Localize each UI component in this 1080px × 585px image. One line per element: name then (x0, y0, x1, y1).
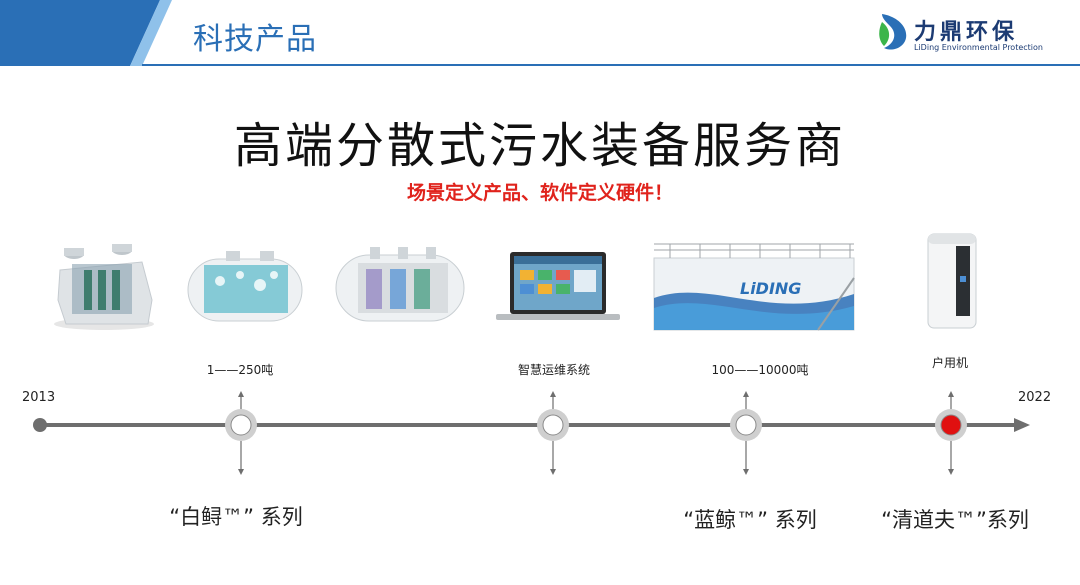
series-name-4: “清道夫™”系列 (881, 508, 1029, 532)
series-name-3: “蓝鲸™” 系列 (683, 508, 817, 532)
section-title: 科技产品 (193, 22, 317, 57)
timeline-node-4 (935, 391, 967, 475)
start-year-label: 2013 (22, 390, 56, 405)
logo-chinese-name: 力鼎环保 (914, 20, 1019, 45)
timeline-axis (33, 418, 1030, 432)
milestone-label-1: 1——250吨 (206, 363, 274, 377)
timeline-node-1 (225, 391, 257, 475)
company-logo: 力鼎环保 LiDing Environmental Protection (876, 12, 1076, 58)
milestone-label-2: 智慧运维系统 (517, 363, 591, 377)
timeline-node-2 (537, 391, 569, 475)
header-band: 科技产品 力鼎环保 LiDing Environmental Protectio… (0, 0, 1080, 66)
milestone-label-4: 户用机 (931, 356, 969, 370)
timeline-node-3 (730, 391, 762, 475)
logo-drop-icon (879, 14, 907, 50)
laptop-monitoring-system-image (496, 252, 620, 320)
main-title: 高端分散式污水装备服务商 (233, 118, 846, 174)
timeline-start-dot (33, 418, 47, 432)
household-unit-image (927, 233, 977, 329)
header-background (0, 0, 1080, 66)
cutaway-tank-unit-image (335, 247, 465, 322)
container-brand-text: LiDING (740, 279, 801, 298)
horizontal-tank-unit-image (187, 251, 303, 322)
series-name-1: “白鲟™” 系列 (169, 505, 303, 529)
container-unit-image: LiDING (653, 243, 855, 331)
timeline-arrowhead (1014, 418, 1030, 432)
milestone-label-3: 100——10000吨 (711, 363, 809, 377)
slogan: 场景定义产品、软件定义硬件！ (406, 182, 673, 204)
logo-english-name: LiDing Environmental Protection (914, 43, 1043, 52)
end-year-label: 2022 (1018, 390, 1052, 405)
small-tank-unit-image (54, 244, 154, 330)
